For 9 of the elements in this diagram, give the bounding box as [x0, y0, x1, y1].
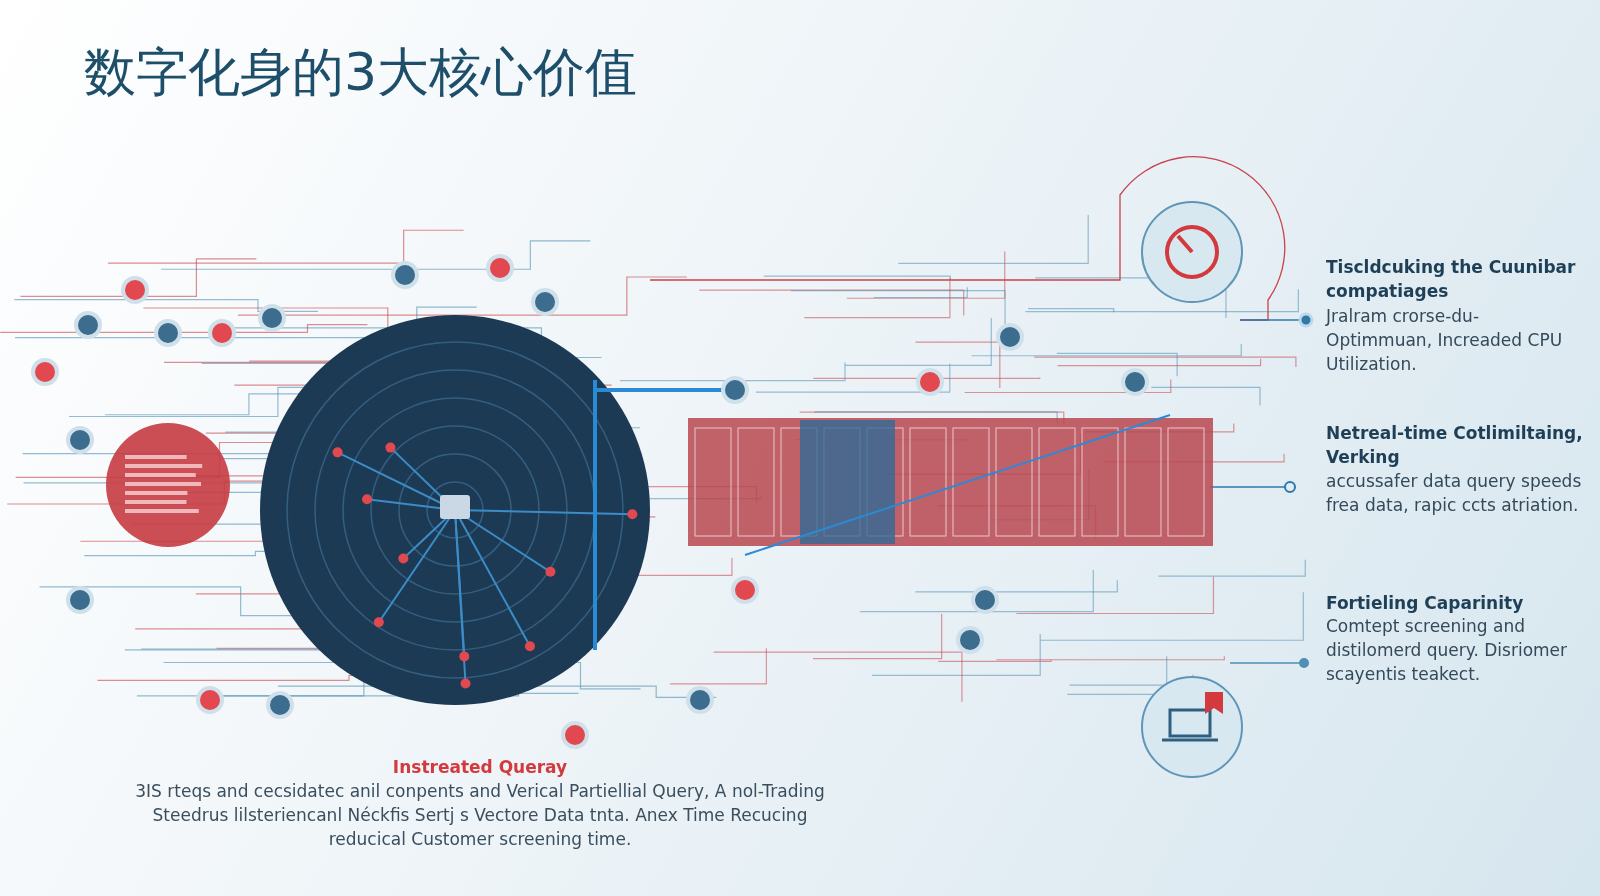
heading: Tiscldcuking the Cuunibar compatiages [1326, 256, 1577, 303]
description: 3IS rteqs and cecsidatec anil conpents and Verical Partiellial Query, A nol-Trading Steedrus lilsteriencanl Néckfis Sertj s Vectore Data tnta. Anex Time Recucing reducical Customer screening time. [134, 780, 826, 851]
description: Comtept screening and distilomerd query. Disriomer scayentis teakect. [1326, 615, 1569, 686]
heading: Fortieling Caparinity [1326, 592, 1525, 615]
heading: Netreal-time Cotlimiltaing, Verking [1326, 422, 1584, 469]
title: 数字化身的3大核心价值 [84, 41, 638, 104]
description: accussafer data query speeds frea data, rapic ccts atriation. [1326, 470, 1583, 517]
description: Jralram crorse-du- Optimmuan, Increaded CPU Utilization. [1326, 305, 1564, 376]
heading: Instreated Queray [391, 756, 569, 779]
